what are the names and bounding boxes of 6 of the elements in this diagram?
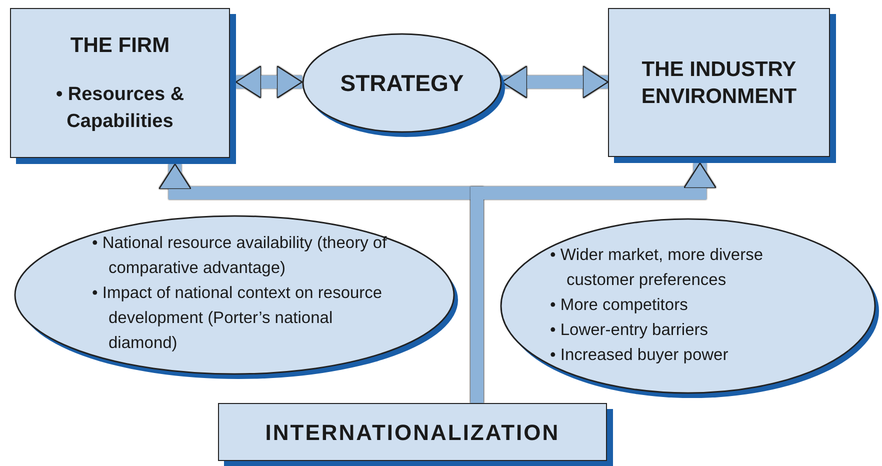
node-title: THE FIRM [70,32,170,58]
block-arrow [235,65,303,99]
node-title: THE INDUSTRY ENVIRONMENT [641,56,797,110]
node-title: INTERNATIONALIZATION [265,418,560,446]
bullet-text: • Resources & Capabilities [54,82,186,134]
block-arrow [501,65,609,99]
